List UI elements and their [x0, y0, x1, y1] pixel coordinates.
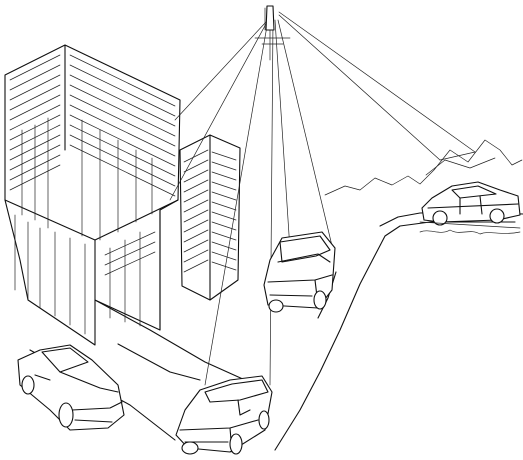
- signal-beams: [169, 11, 476, 386]
- car-bottom-left: [17, 344, 125, 431]
- car-middle: [263, 231, 336, 313]
- car-bottom-center: [175, 375, 273, 455]
- car-far-right: [419, 181, 521, 235]
- hills: [324, 139, 523, 196]
- communication-tower: [254, 5, 291, 45]
- office-building-middle: [179, 134, 241, 301]
- office-building-left: [4, 44, 181, 346]
